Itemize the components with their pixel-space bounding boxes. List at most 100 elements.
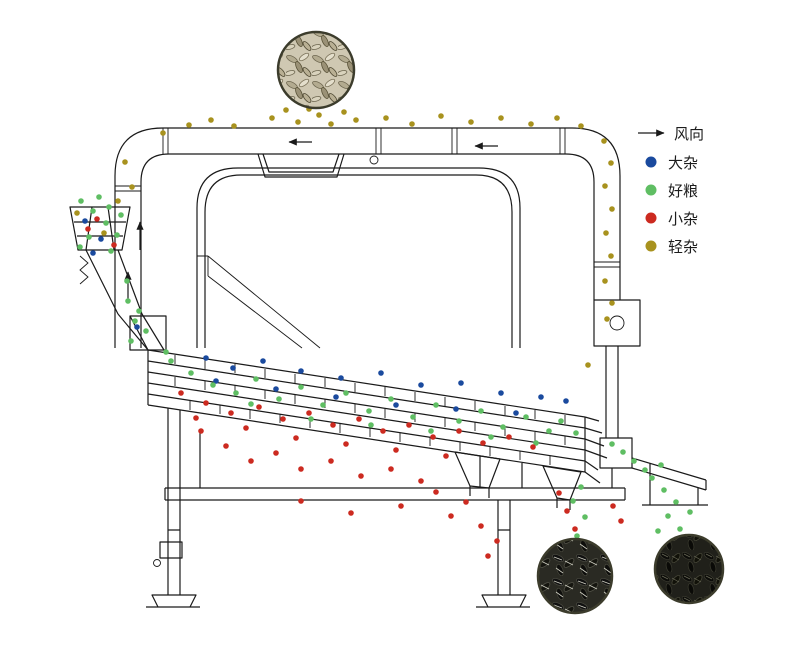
green-particle-dot bbox=[533, 440, 539, 446]
red-particle-dot bbox=[348, 510, 354, 516]
red-particle-dot bbox=[530, 444, 536, 450]
lower-outlet-box bbox=[599, 437, 633, 469]
olive-particle-dot bbox=[601, 138, 607, 144]
discharge-chute bbox=[631, 457, 708, 506]
red-particle-dot bbox=[356, 416, 362, 422]
blue-particle-dot bbox=[134, 324, 140, 330]
blue-particle-dot bbox=[230, 365, 236, 371]
red-particle-dot bbox=[564, 508, 570, 514]
green-particle-dot bbox=[308, 416, 314, 422]
duct-flanges bbox=[115, 128, 620, 268]
legend-label-olive: 轻杂 bbox=[668, 239, 698, 256]
sample-photo-bottom-center bbox=[536, 537, 614, 615]
red-particle-dot bbox=[443, 453, 449, 459]
red-particle-dot bbox=[330, 422, 336, 428]
red-particle-dot bbox=[306, 410, 312, 416]
red-particle-dot bbox=[506, 434, 512, 440]
olive-particle-dot bbox=[608, 160, 614, 166]
green-particle-dot bbox=[388, 396, 394, 402]
olive-particle-dot bbox=[231, 123, 237, 129]
blue-particle-dot bbox=[213, 378, 219, 384]
red-particle-dot bbox=[223, 443, 229, 449]
blue-particle-dot bbox=[378, 370, 384, 376]
olive-particle-dot bbox=[316, 112, 322, 118]
red-particle-dot bbox=[94, 216, 100, 222]
duct-valve-handle bbox=[369, 155, 379, 165]
support-frame bbox=[146, 408, 626, 608]
legend-dot-red bbox=[645, 212, 657, 224]
olive-particle-dot bbox=[283, 107, 289, 113]
blue-particle-dot bbox=[98, 236, 104, 242]
blue-particle-dot bbox=[458, 380, 464, 386]
blue-particle-dot bbox=[338, 375, 344, 381]
green-particle-dot bbox=[456, 418, 462, 424]
blue-particle-dot bbox=[498, 390, 504, 396]
olive-particle-dot bbox=[609, 300, 615, 306]
green-particle-dot bbox=[433, 402, 439, 408]
green-particle-dot bbox=[523, 414, 529, 420]
green-particle-dot bbox=[124, 278, 130, 284]
green-particle-dot bbox=[677, 526, 683, 532]
wind-arrows bbox=[124, 138, 498, 300]
blue-particle-dot bbox=[563, 398, 569, 404]
red-particle-dot bbox=[256, 404, 262, 410]
green-particle-dot bbox=[620, 449, 626, 455]
olive-particle-dot bbox=[115, 198, 121, 204]
green-particle-dot bbox=[253, 376, 259, 382]
red-particle-dot bbox=[358, 473, 364, 479]
olive-particle-dot bbox=[208, 117, 214, 123]
grain-curtain bbox=[197, 255, 321, 349]
red-particle-dot bbox=[478, 523, 484, 529]
blue-particle-dot bbox=[333, 394, 339, 400]
right-leg bbox=[497, 500, 511, 595]
olive-particle-dot bbox=[353, 117, 359, 123]
olive-particle-dot bbox=[438, 113, 444, 119]
fan-down-channel bbox=[605, 346, 619, 438]
green-particle-dot bbox=[500, 424, 506, 430]
olive-particle-dot bbox=[604, 316, 610, 322]
blue-particle-dot bbox=[82, 218, 88, 224]
green-particle-dot bbox=[136, 308, 142, 314]
olive-particle-dot bbox=[585, 362, 591, 368]
sample-photo-bottom-right bbox=[653, 533, 725, 605]
red-particle-dot bbox=[343, 441, 349, 447]
olive-particle-dot bbox=[341, 109, 347, 115]
green-particle-dot bbox=[132, 318, 138, 324]
red-particle-dot bbox=[243, 425, 249, 431]
red-particle-dot bbox=[193, 415, 199, 421]
chamber-outer-wall bbox=[196, 167, 521, 348]
fan-housing bbox=[593, 299, 641, 469]
olive-particle-dot bbox=[554, 115, 560, 121]
green-particle-dot bbox=[96, 194, 102, 200]
settling-chamber bbox=[196, 167, 521, 349]
fan-box bbox=[593, 299, 641, 347]
olive-particle-dot bbox=[609, 206, 615, 212]
green-particle-dot bbox=[90, 208, 96, 214]
duct-center-tab bbox=[257, 153, 345, 178]
legend-item: 大杂 bbox=[645, 155, 698, 172]
green-particle-dot bbox=[478, 408, 484, 414]
green-particle-dot bbox=[631, 458, 637, 464]
red-particle-dot bbox=[293, 435, 299, 441]
olive-particle-dot bbox=[101, 230, 107, 236]
fan-icon bbox=[609, 315, 625, 331]
sample-photo-top bbox=[276, 30, 356, 110]
blue-particle-dot bbox=[260, 358, 266, 364]
red-particle-dot bbox=[406, 422, 412, 428]
green-particle-dot bbox=[233, 390, 239, 396]
green-particle-dot bbox=[276, 396, 282, 402]
legend-item: 好粮 bbox=[645, 183, 698, 200]
red-particle-dot bbox=[418, 478, 424, 484]
hopper-chute bbox=[85, 249, 165, 351]
deck-discharge-lips bbox=[584, 416, 608, 484]
red-particle-dot bbox=[494, 538, 500, 544]
red-particle-dot bbox=[298, 466, 304, 472]
duct-outer-line bbox=[114, 127, 621, 348]
green-particle-dot bbox=[582, 514, 588, 520]
olive-particle-dot bbox=[603, 230, 609, 236]
olive-particle-dot bbox=[602, 183, 608, 189]
particle-dots bbox=[74, 106, 698, 559]
legend: 风向 大杂 好粮 小杂 轻杂 bbox=[638, 126, 704, 256]
